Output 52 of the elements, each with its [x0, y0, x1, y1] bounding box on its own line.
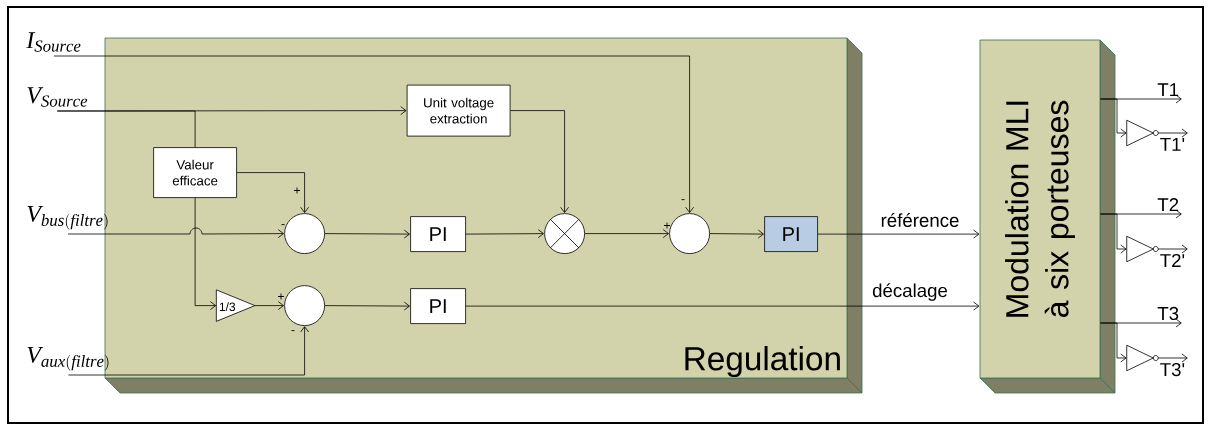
arrow	[194, 197, 217, 310]
pi-controller-box: PI	[764, 216, 818, 252]
output-label: T1	[1157, 83, 1179, 97]
arrow	[1100, 322, 1127, 363]
arrow	[324, 229, 410, 239]
inverter-symbol	[1126, 344, 1159, 372]
multiplier-circle	[544, 213, 585, 254]
summing-junction	[284, 285, 325, 326]
arrow	[465, 229, 544, 239]
edge-label: +	[664, 222, 670, 229]
arrow	[53, 55, 694, 213]
process-box: Valeur efficace	[153, 147, 237, 198]
arrow	[510, 110, 569, 213]
summing-junction	[284, 213, 325, 254]
gain-triangle: 1/3	[215, 289, 256, 322]
three-d-block: Modulation MLI à six porteuses	[979, 39, 1116, 394]
edge-label: -	[281, 224, 285, 226]
signal-label: $V_{aux(filtre)}$	[27, 346, 109, 371]
edge-label: +	[294, 187, 300, 194]
arrow	[1157, 128, 1188, 138]
pi-controller-box: PI	[410, 216, 466, 252]
arrow	[236, 172, 309, 213]
output-label: T3'	[1160, 362, 1185, 377]
arrow	[324, 301, 410, 311]
arrow	[1157, 244, 1188, 254]
arrow	[67, 227, 284, 239]
arrow	[1100, 98, 1127, 138]
arrow	[465, 301, 980, 311]
inverter-symbol	[1126, 119, 1159, 147]
inverter-symbol	[1126, 235, 1159, 263]
arrow	[817, 229, 980, 239]
edge-label: -	[681, 199, 685, 201]
output-label: T2	[1157, 198, 1179, 212]
edge-label: -	[291, 330, 295, 332]
arrow	[68, 326, 309, 376]
signal-label: $V_{Source}$	[27, 87, 88, 107]
edge-label: décalage	[872, 283, 948, 301]
signal-label: $V_{bus(filtre)}$	[27, 205, 108, 230]
arrow	[709, 229, 764, 239]
edge-label: +	[278, 293, 284, 300]
output-label: T2'	[1160, 253, 1185, 267]
arrow	[584, 229, 669, 238]
summing-junction	[669, 213, 710, 254]
edge-label: référence	[881, 213, 959, 227]
output-label: T3	[1157, 306, 1179, 321]
signal-label: $I_{Source}$	[26, 32, 81, 52]
arrow	[254, 301, 284, 310]
arrow	[1157, 353, 1188, 363]
process-box: Unit voltage extraction	[406, 84, 511, 137]
pi-controller-box: PI	[410, 288, 466, 324]
output-label: T1'	[1160, 137, 1185, 151]
arrow	[1100, 213, 1127, 254]
